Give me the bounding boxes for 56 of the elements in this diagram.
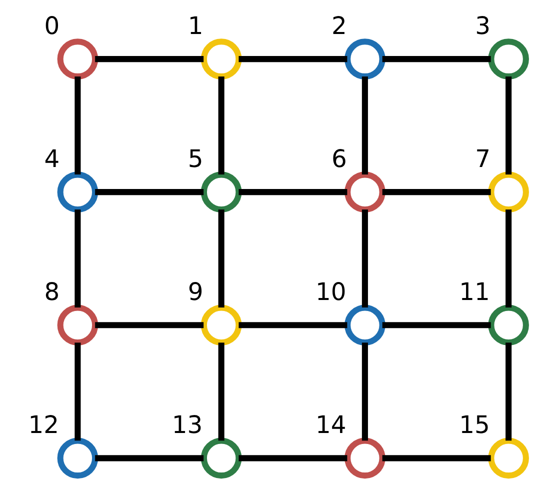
connector: [74, 76, 80, 174]
node-label: 14: [315, 410, 346, 439]
node-circle: [488, 438, 528, 479]
connector: [361, 76, 368, 174]
connector: [382, 189, 490, 196]
connector: [382, 56, 490, 62]
node-label: 11: [458, 278, 490, 306]
node-circle: [488, 38, 528, 80]
node-label: 4: [44, 144, 60, 173]
node-circle: [344, 38, 385, 80]
node-circle: [488, 304, 528, 346]
connector: [218, 210, 224, 308]
node-label: 15: [458, 410, 490, 439]
node-label: 2: [331, 12, 346, 40]
connector: [94, 56, 204, 62]
connector: [74, 210, 80, 308]
connector: [238, 189, 347, 196]
node-circle: [200, 304, 242, 346]
connector: [505, 342, 512, 441]
node-circle: [56, 304, 98, 346]
connector: [218, 76, 224, 174]
connector: [238, 56, 347, 62]
node-label: 8: [44, 278, 60, 306]
node-circle: [344, 172, 385, 212]
node-circle: [200, 438, 242, 479]
node-circle: [56, 172, 98, 212]
connector: [505, 76, 512, 174]
node-label: 5: [187, 144, 203, 173]
connector: [361, 210, 368, 308]
connector: [94, 189, 204, 196]
connector: [74, 342, 80, 441]
connector: [382, 322, 490, 328]
connector: [505, 210, 512, 308]
node-circle: [56, 38, 98, 80]
connector: [361, 342, 368, 441]
node-label: 12: [28, 410, 59, 439]
node-circle: [344, 304, 385, 346]
connector: [218, 342, 224, 441]
node-circle: [200, 38, 242, 80]
node-label: 3: [474, 12, 490, 40]
connector: [238, 322, 347, 328]
connector: [382, 455, 490, 462]
connector: [94, 322, 204, 328]
connector: [238, 455, 347, 462]
node-label: 6: [331, 144, 346, 173]
node-label: 1: [187, 12, 203, 40]
connector: [94, 455, 204, 462]
node-circle: [488, 172, 528, 212]
node-label: 9: [187, 278, 203, 306]
node-circle: [344, 438, 385, 479]
node-label: 0: [44, 12, 60, 40]
node-circle: [200, 172, 242, 212]
node-circle: [56, 438, 98, 479]
node-label: 7: [474, 144, 490, 173]
node-label: 10: [315, 278, 346, 306]
node-label: 13: [171, 410, 202, 439]
